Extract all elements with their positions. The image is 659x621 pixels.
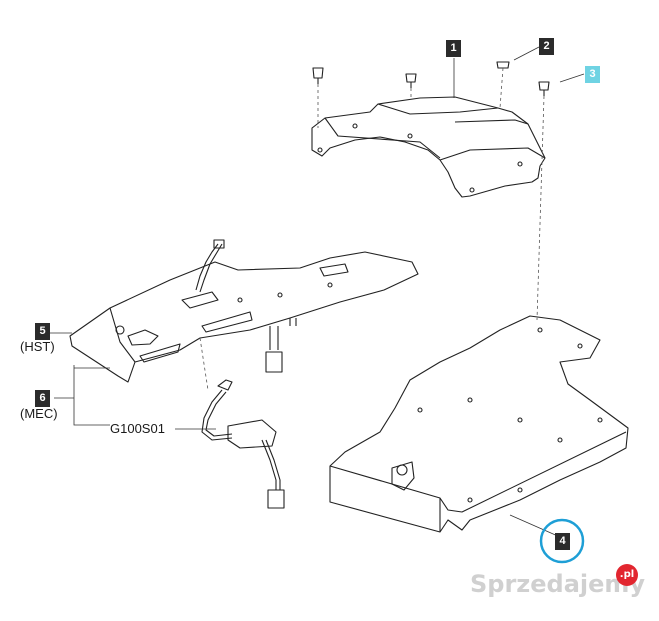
- leader-lines: [50, 46, 585, 538]
- nut-2: [496, 61, 510, 69]
- part-code-label: G100S01: [110, 421, 165, 436]
- watermark-badge: .pl: [616, 564, 638, 586]
- callout-6: 6: [35, 390, 50, 407]
- hst-label: (HST): [20, 339, 55, 354]
- bolt-2: [312, 67, 324, 84]
- bolt-2b: [405, 73, 417, 88]
- callout-4: 4: [555, 533, 570, 550]
- highlight-circle: [539, 518, 585, 564]
- sensor-harness: [201, 379, 285, 509]
- bolt-3: [538, 81, 550, 96]
- watermark-text: Sprzedajemy: [470, 570, 646, 598]
- alignment-lines: [199, 67, 545, 391]
- plate-harness: [195, 239, 297, 373]
- callout-2: 2: [539, 38, 554, 55]
- callout-5: 5: [35, 323, 50, 340]
- callout-3: 3: [585, 66, 600, 83]
- mec-label: (MEC): [20, 406, 58, 421]
- floor-plate-part: [69, 251, 419, 383]
- base-panel-part: [329, 315, 629, 533]
- callout-1: 1: [446, 40, 461, 57]
- upper-cover-part: [311, 96, 546, 198]
